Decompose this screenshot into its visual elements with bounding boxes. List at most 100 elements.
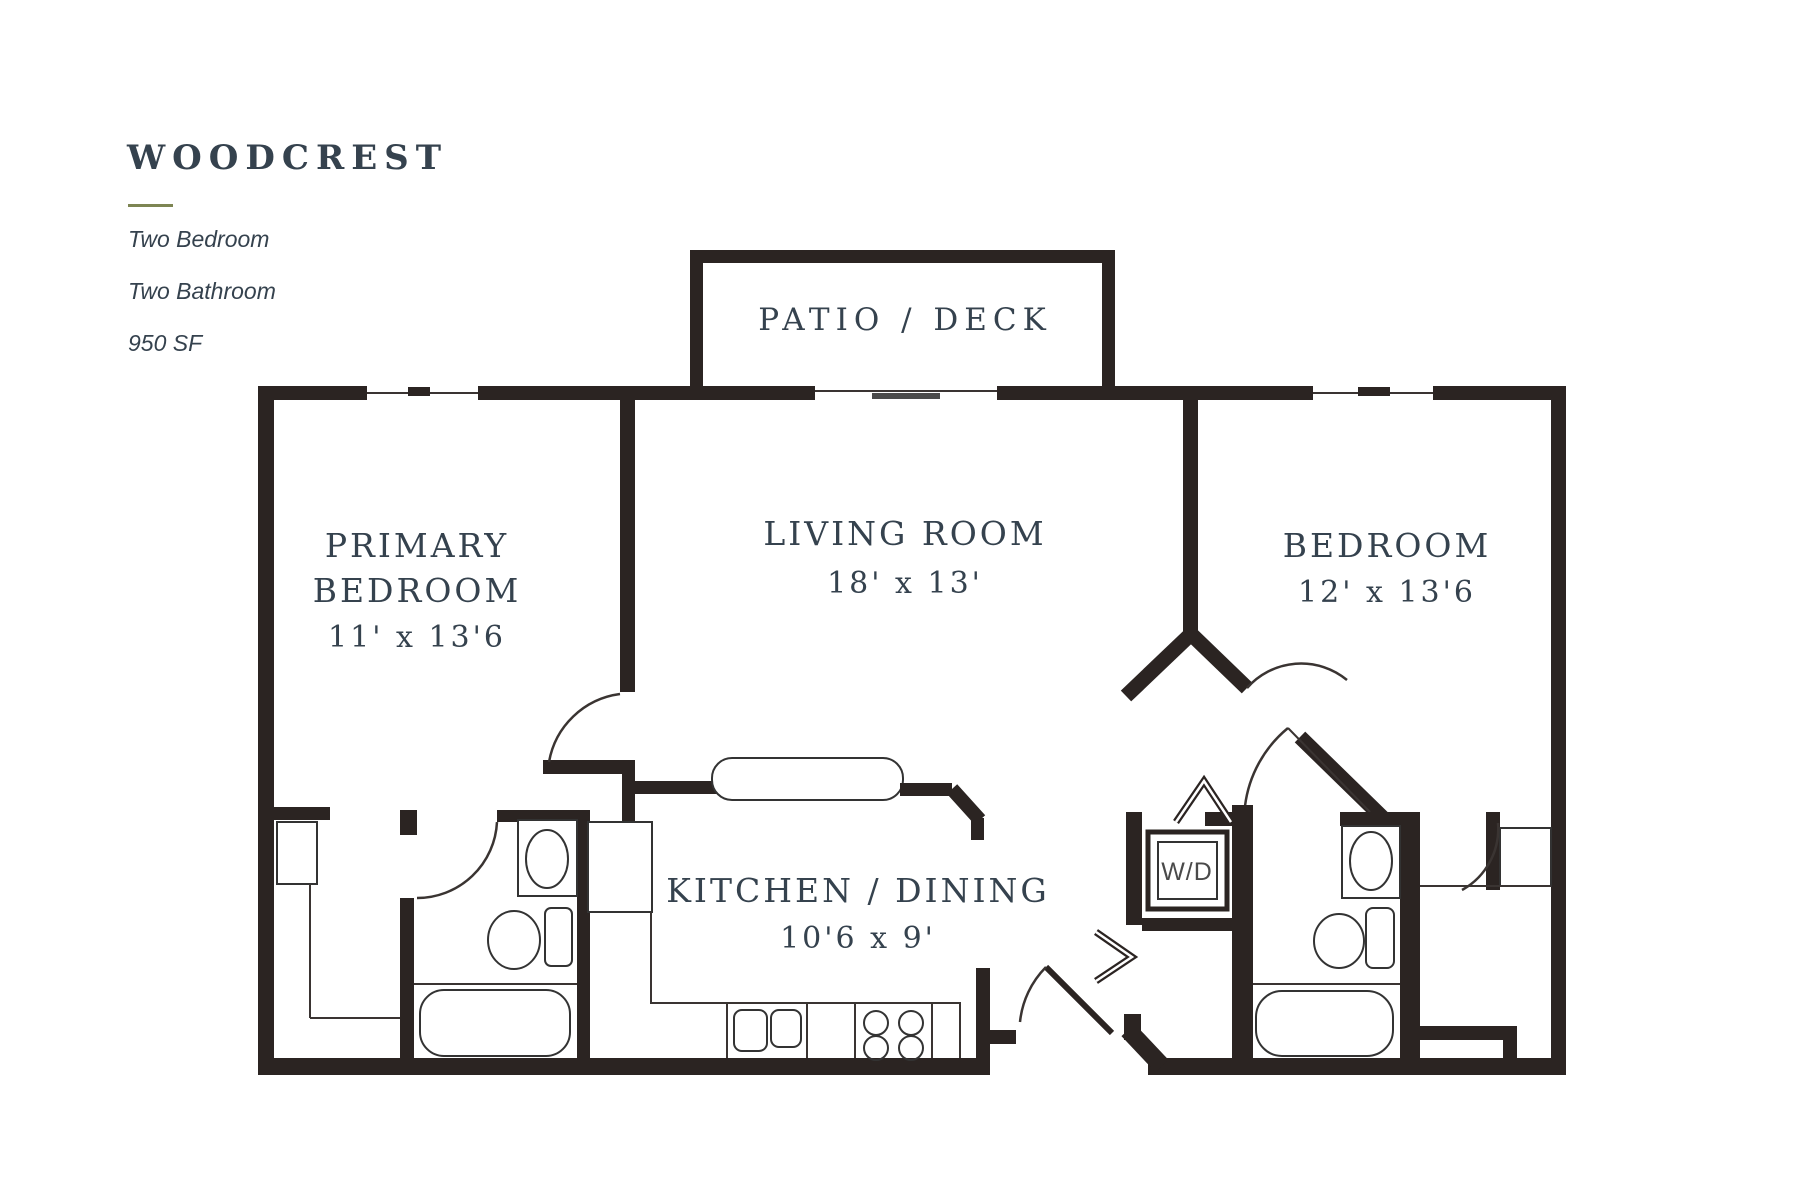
bedroom-left-wall: [1183, 400, 1198, 636]
hall-angled-wall-left: [1120, 628, 1197, 702]
stove-burner-2: [898, 1010, 924, 1036]
spec-area: 950 SF: [128, 330, 203, 356]
windows: [367, 387, 1433, 399]
corridor-top-wall: [543, 760, 635, 774]
patio-right-wall: [1102, 250, 1115, 400]
spec-bedrooms: Two Bedroom: [128, 226, 270, 252]
second-bathroom: [1232, 805, 1420, 1058]
kitchen-sink-basin-1: [733, 1009, 768, 1052]
kitchen-right-wall-stub: [990, 1030, 1016, 1044]
primary-living-partition: [543, 400, 635, 822]
kitchen-divider-wall-right: [900, 783, 952, 796]
bath1-sink-shape: [525, 829, 569, 889]
hall-angled-wall-right: [1185, 628, 1253, 694]
bath1-bathtub-shape: [419, 989, 571, 1057]
right-wall: [1551, 386, 1566, 1075]
patio-walls: [690, 250, 1115, 400]
stove-burner-3: [863, 1035, 889, 1061]
entry-closet-bifold-door-inner: [1095, 930, 1135, 983]
laundry-left-wall: [1126, 812, 1142, 925]
bath2-fixtures: [1255, 825, 1401, 1057]
bath1-left-wall: [400, 898, 414, 1058]
bath2-door-leaf: [1287, 727, 1371, 813]
bedroom-nook-wall-horizontal: [1415, 1026, 1517, 1040]
washer-dryer-inner: [1157, 841, 1218, 900]
kitchen-angled-wall: [946, 784, 986, 825]
bath2-toilet-tank: [1365, 907, 1395, 969]
bath1-right-wall: [577, 810, 590, 1058]
living-room-dims: 18' x 13': [827, 566, 983, 601]
stove-burner-4: [898, 1035, 924, 1061]
bedroom-label: BEDROOM: [1283, 526, 1492, 565]
hall-partitions: [1120, 400, 1389, 824]
bath1-toilet-bowl: [487, 910, 541, 970]
window-bedroom-tick: [1358, 387, 1390, 396]
top-wall-segment-2: [478, 386, 815, 400]
bedroom-dims: 12' x 13'6: [1298, 575, 1476, 610]
kitchen-dims: 10'6 x 9': [780, 921, 936, 956]
bath1-top-wall-left: [400, 810, 417, 835]
bottom-wall-segment-1: [258, 1058, 990, 1075]
bath2-door-arc: [1243, 727, 1289, 807]
top-wall-segment-1: [258, 386, 367, 400]
kitchen-area: [587, 757, 1016, 1061]
washer-dryer-unit: [1145, 829, 1230, 912]
laundry-closet: W/D: [1126, 774, 1234, 931]
kitchen-sink-basin-2: [770, 1009, 802, 1048]
bath2-sink-shape: [1349, 831, 1393, 891]
left-wall: [258, 386, 274, 1075]
bedroom-nook-wall-vertical: [1503, 1040, 1517, 1060]
bath2-left-wall: [1232, 805, 1253, 1058]
bedroom-closet-box: [1499, 827, 1552, 887]
patio-top-wall: [690, 250, 1115, 263]
bath1-door-arc: [416, 821, 499, 900]
bedroom-closet-door-arc: [1461, 822, 1500, 892]
laundry-label: W/D: [1161, 858, 1213, 886]
entry-closet-bifold-door: [1094, 929, 1139, 984]
primary-bedroom-door-arc: [547, 692, 621, 763]
primary-bedroom-label-line2: BEDROOM: [313, 571, 522, 610]
bath2-bathtub-shape: [1255, 990, 1394, 1057]
kitchen-label: KITCHEN / DINING: [666, 871, 1049, 910]
entry-chamfer-post: [1124, 1014, 1141, 1040]
plan-title: WOODCREST: [127, 138, 448, 178]
top-wall-segment-4: [1433, 386, 1566, 400]
top-wall-segment-3: [997, 386, 1313, 400]
breakfast-bar-counter: [711, 757, 904, 801]
outer-walls: [258, 386, 1566, 1075]
patio-left-wall: [690, 250, 703, 400]
accent-divider: [128, 204, 173, 207]
living-room-label: LIVING ROOM: [763, 514, 1046, 553]
stove-burner-1: [863, 1010, 889, 1036]
bedroom-closet: [1415, 812, 1552, 1060]
entry-area: [1018, 929, 1139, 1036]
closet-niche: [276, 821, 318, 885]
sliding-door-panel: [872, 393, 940, 399]
kitchen-right-wall: [976, 968, 990, 1058]
primary-bedroom-dims: 11' x 13'6: [328, 620, 506, 655]
refrigerator-shape: [587, 821, 653, 913]
left-wall-jog: [274, 807, 330, 820]
spec-bathrooms: Two Bathroom: [128, 278, 276, 304]
primary-bedroom-closet: [274, 807, 402, 1019]
laundry-bottom-wall: [1142, 918, 1232, 931]
bedroom-door-arc: [1246, 662, 1348, 689]
window-primary-bedroom-tick: [408, 387, 430, 396]
kitchen-angled-wall-stub: [971, 818, 984, 840]
bottom-wall-segment-2: [1148, 1058, 1566, 1075]
hall-angled-wall-lower: [1294, 731, 1389, 824]
bedroom-closet-wall: [1486, 812, 1500, 890]
living-left-wall: [620, 400, 635, 692]
entry-door-arc: [1018, 966, 1047, 1023]
bath2-vanity: [1341, 825, 1401, 899]
bath2-toilet-bowl: [1313, 913, 1365, 969]
room-labels: PATIO / DECK PRIMARY BEDROOM 11' x 13'6 …: [313, 302, 1492, 956]
patio-label: PATIO / DECK: [758, 302, 1052, 338]
bath2-right-wall: [1400, 812, 1420, 1058]
primary-bedroom-label-line1: PRIMARY: [325, 526, 509, 565]
corridor-post-wall: [622, 760, 635, 822]
laundry-bifold-door-inner: [1174, 778, 1233, 823]
kitchen-counter-outline: [650, 912, 961, 1058]
